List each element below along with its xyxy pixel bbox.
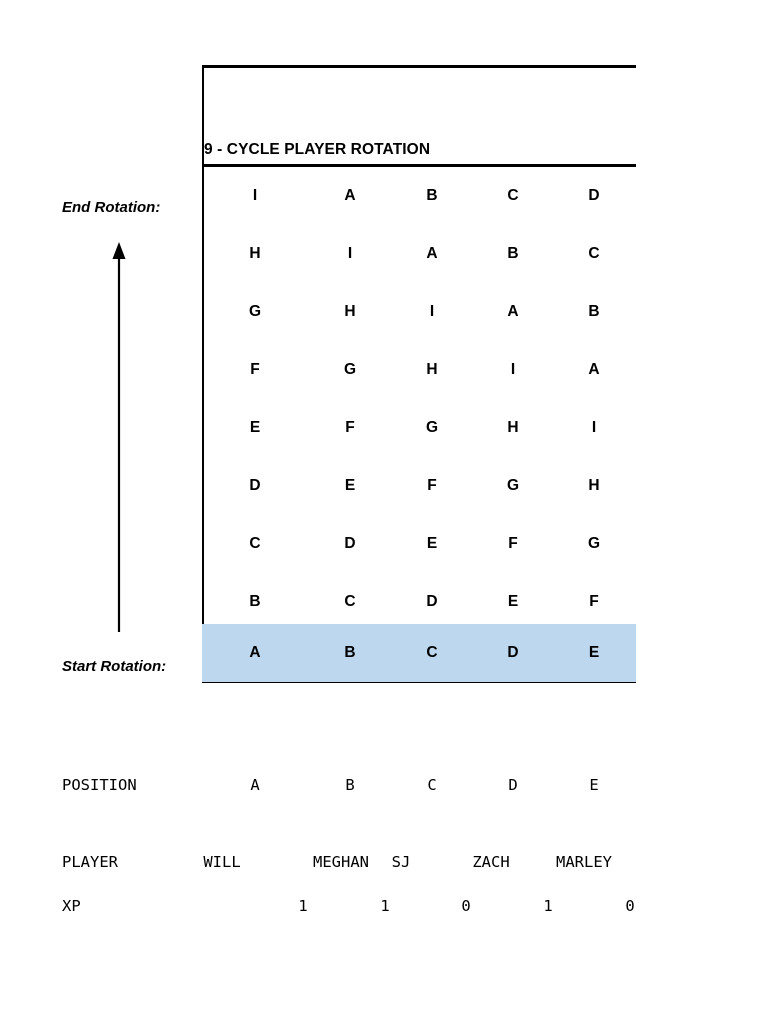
rotation-cell: F — [589, 593, 599, 610]
position-cell: E — [589, 776, 599, 794]
rotation-cell: D — [426, 593, 438, 610]
rotation-cell: H — [426, 361, 438, 378]
rotation-cell: B — [588, 303, 600, 320]
player-cell: SJ — [391, 853, 411, 871]
rotation-cell: D — [249, 477, 261, 494]
rotation-cell: H — [507, 419, 519, 436]
rotation-cell: E — [426, 535, 438, 552]
rotation-cell: E — [249, 419, 261, 436]
position-cell: C — [427, 776, 437, 794]
rotation-cell: G — [425, 419, 439, 436]
rotation-cell: G — [248, 303, 262, 320]
xp-cell: 1 — [543, 897, 553, 915]
rotation-row: D E F G H — [202, 457, 636, 515]
rotation-cell: I — [591, 419, 597, 436]
rotation-cell: H — [249, 245, 261, 262]
rotation-cell: F — [508, 535, 518, 552]
end-rotation-label: End Rotation: — [62, 199, 161, 216]
rotation-cell: G — [506, 477, 520, 494]
rotation-cell: D — [588, 187, 600, 204]
position-row: POSITION A B C D E — [0, 775, 768, 795]
rotation-cell: G — [587, 535, 601, 552]
rotation-cell: E — [588, 644, 600, 661]
rotation-chart — [202, 66, 638, 682]
page-title: 9 - CYCLE PLAYER ROTATION — [204, 141, 431, 158]
rotation-cell: F — [345, 419, 355, 436]
rotation-cell: A — [507, 303, 519, 320]
xp-row: XP 1 1 0 1 0 — [0, 896, 768, 916]
rotation-cell: F — [427, 477, 437, 494]
rotation-cell: D — [507, 644, 519, 661]
rotation-cell: C — [507, 187, 519, 204]
xp-cell: 0 — [461, 897, 471, 915]
rotation-cell: C — [249, 535, 261, 552]
player-cell: MARLEY — [556, 853, 612, 871]
player-row: PLAYER WILL MEGHAN SJ ZACH MARLEY — [0, 852, 768, 872]
rotation-row: E F G H I — [202, 399, 636, 457]
rotation-cell: E — [507, 593, 519, 610]
rotation-cell: C — [426, 644, 438, 661]
rotation-cell: C — [344, 593, 356, 610]
rotation-row: C D E F G — [202, 515, 636, 573]
rotation-cell: I — [252, 187, 258, 204]
rotation-cell: I — [347, 245, 353, 262]
rotation-cell: B — [426, 187, 438, 204]
rotation-cell: I — [510, 361, 516, 378]
xp-cell: 1 — [380, 897, 390, 915]
xp-cell: 1 — [298, 897, 308, 915]
player-cell: WILL — [203, 853, 241, 871]
up-arrow-icon — [112, 242, 126, 632]
rotation-cell: E — [344, 477, 356, 494]
position-cell: A — [250, 776, 260, 794]
rotation-row-start: A B C D E — [202, 624, 636, 682]
rotation-cell: B — [507, 245, 519, 262]
position-label: POSITION — [62, 776, 137, 794]
chart-title-border — [202, 164, 636, 167]
rotation-cell: A — [588, 361, 600, 378]
rotation-cell: H — [344, 303, 356, 320]
rotation-cell: C — [588, 245, 600, 262]
start-rotation-label: Start Rotation: — [62, 658, 167, 675]
rotation-cell: A — [426, 245, 438, 262]
rotation-cell: F — [250, 361, 260, 378]
player-cell: ZACH — [472, 853, 510, 871]
rotation-cell: A — [344, 187, 356, 204]
rotation-row: B C D E F — [202, 573, 636, 631]
xp-cell: 0 — [625, 897, 635, 915]
player-cell: MEGHAN — [313, 853, 369, 871]
position-cell: D — [508, 776, 518, 794]
rotation-cell: H — [588, 477, 600, 494]
rotation-cell: B — [344, 644, 356, 661]
rotation-cell: B — [249, 593, 261, 610]
rotation-cell: A — [249, 644, 261, 661]
rotation-cell: I — [429, 303, 435, 320]
player-label: PLAYER — [62, 853, 118, 871]
chart-top-border — [202, 65, 636, 68]
position-cell: B — [345, 776, 355, 794]
rotation-cell: G — [343, 361, 357, 378]
xp-label: XP — [62, 897, 81, 915]
rotation-cell: D — [344, 535, 356, 552]
